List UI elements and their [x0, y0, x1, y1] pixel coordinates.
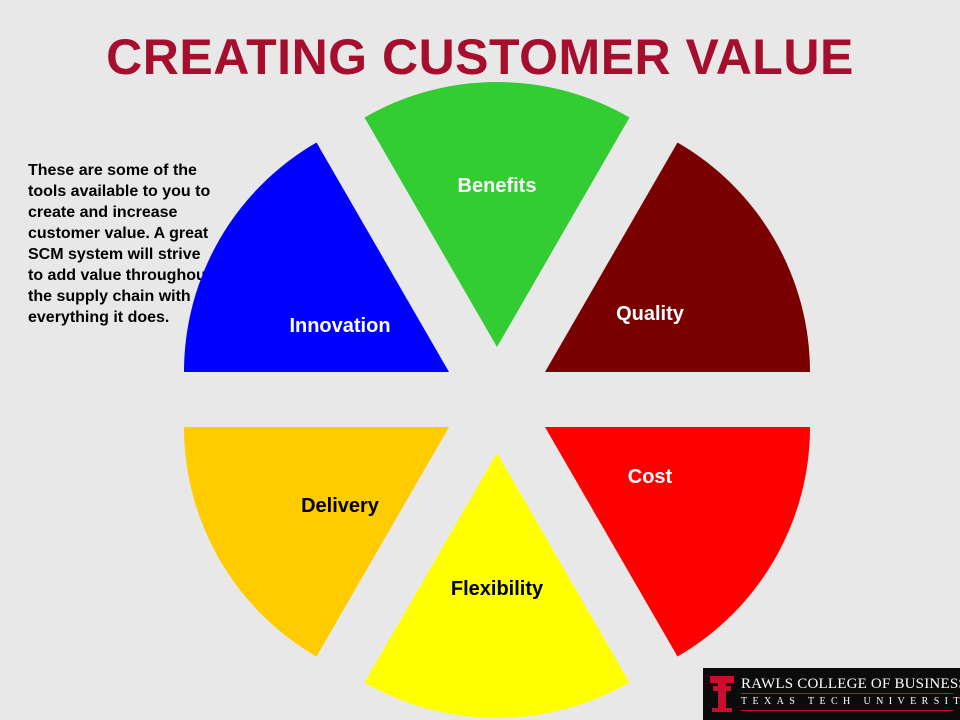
wedge-quality — [545, 142, 810, 372]
description-text: These are some of the tools available to… — [28, 162, 212, 326]
logo-divider — [741, 693, 953, 694]
wedge-label-innovation: Innovation — [289, 315, 390, 337]
logo-university-name: TEXAS TECH UNIVERSITY — [741, 696, 960, 707]
logo-underline — [741, 710, 953, 711]
logo-college-name: RAWLS COLLEGE OF BUSINESS — [741, 676, 960, 692]
wedge-flexibility — [364, 453, 630, 719]
wedge-label-delivery: Delivery — [301, 495, 380, 517]
rawls-logo: RAWLS COLLEGE OF BUSINESS TEXAS TECH UNI… — [703, 668, 960, 720]
wedge-innovation — [184, 142, 449, 372]
wedge-cost — [545, 427, 810, 657]
page-title: CREATING CUSTOMER VALUE — [106, 29, 854, 85]
wedge-label-benefits: Benefits — [458, 175, 537, 197]
wedge-label-cost: Cost — [628, 466, 673, 488]
wedge-benefits — [364, 81, 630, 347]
double-t-icon — [710, 676, 734, 712]
wedge-label-flexibility: Flexibility — [451, 578, 544, 600]
wedge-delivery — [184, 427, 449, 657]
wedge-label-quality: Quality — [616, 303, 685, 325]
